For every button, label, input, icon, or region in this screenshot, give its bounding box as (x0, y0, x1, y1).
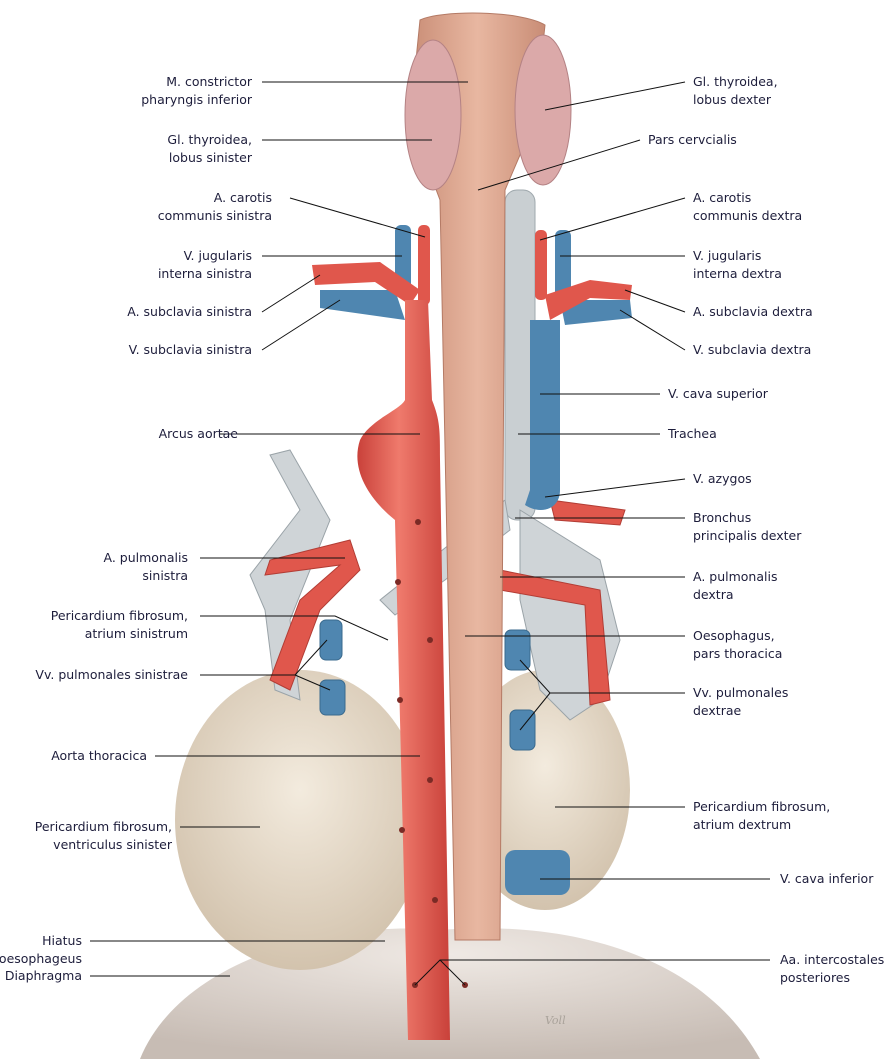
artist-signature: Voll (545, 1014, 566, 1027)
label-line: A. pulmonalis (103, 550, 188, 565)
label-bronchus-dexter: Bronchus principalis dexter (693, 509, 801, 544)
label-gl-thyroidea-sinister: Gl. thyroidea, lobus sinister (167, 131, 252, 166)
label-v-subclavia-sinistra: V. subclavia sinistra (129, 341, 252, 359)
label-pericardium-atrium-dextrum: Pericardium fibrosum, atrium dextrum (693, 798, 830, 833)
diaphragma-shape (140, 928, 760, 1059)
label-line: communis sinistra (157, 207, 272, 223)
leader-lines (90, 81, 770, 986)
label-vv-pulmonales-sinistrae: Vv. pulmonales sinistrae (35, 666, 188, 684)
label-line: ventriculus sinister (53, 836, 172, 852)
label-line: atrium sinistrum (84, 625, 188, 641)
label-pericardium-atrium-sinistrum: Pericardium fibrosum, atrium sinistrum (51, 607, 188, 642)
label-line: interna dextra (693, 265, 782, 281)
thyroid-right-shape (514, 34, 572, 186)
label-line: dextra (693, 586, 734, 602)
label-v-jugularis-dextra: V. jugularis interna dextra (693, 247, 782, 282)
label-line: Pars cervcialis (648, 132, 737, 147)
label-line: V. subclavia dextra (693, 342, 812, 357)
label-line: Arcus aortae (158, 426, 238, 441)
label-line: pars thoracica (693, 645, 783, 661)
label-gl-thyroidea-dexter: Gl. thyroidea, lobus dexter (693, 73, 778, 108)
label-line: A. carotis (693, 190, 752, 205)
label-v-subclavia-dextra: V. subclavia dextra (693, 341, 811, 359)
label-m-constrictor: M. constrictor pharyngis inferior (141, 73, 252, 108)
label-line: Pericardium fibrosum, (693, 799, 831, 814)
label-line: V. cava inferior (780, 871, 874, 886)
label-line: V. cava superior (668, 386, 768, 401)
label-line: communis dextra (693, 207, 803, 223)
label-arcus-aortae: Arcus aortae (159, 425, 238, 443)
ventriculus-sinister-shape (175, 670, 425, 970)
label-line: V. jugularis (693, 248, 762, 263)
label-v-azygos: V. azygos (693, 470, 752, 488)
label-line: lobus dexter (693, 91, 771, 107)
label-line: V. azygos (693, 471, 752, 486)
label-line: Pericardium fibrosum, (34, 819, 172, 834)
label-line: A. subclavia dextra (693, 304, 813, 319)
label-line: posteriores (780, 969, 851, 985)
label-aa-intercostales: Aa. intercostales posteriores (780, 951, 884, 986)
label-hiatus-oesophageus: Hiatus oesophageus (0, 932, 82, 967)
label-line: atrium dextrum (693, 816, 792, 832)
label-line: V. jugularis (183, 248, 252, 263)
label-a-subclavia-sinistra: A. subclavia sinistra (127, 303, 252, 321)
v-cava-superior-shape (525, 320, 560, 510)
label-line: sinistra (142, 567, 188, 583)
label-a-carotis-sinistra: A. carotis communis sinistra (158, 189, 272, 224)
label-line: Oesophagus, (693, 628, 775, 643)
label-vv-pulmonales-dextrae: Vv. pulmonales dextrae (693, 684, 788, 719)
label-line: V. subclavia sinistra (128, 342, 252, 357)
label-trachea: Trachea (668, 425, 717, 443)
label-line: M. constrictor (166, 74, 252, 89)
label-line: dextrae (693, 702, 742, 718)
label-line: oesophageus (0, 950, 82, 966)
label-line: Gl. thyroidea, (167, 132, 252, 147)
label-line: Aa. intercostales (780, 952, 884, 967)
label-v-jugularis-sinistra: V. jugularis interna sinistra (158, 247, 252, 282)
label-line: lobus sinister (168, 149, 252, 165)
label-line: Gl. thyroidea, (693, 74, 778, 89)
label-line: pharyngis inferior (141, 91, 252, 107)
thyroid-left-shape (404, 39, 462, 191)
oesophagus-shape (409, 12, 546, 941)
aorta-shape (357, 300, 450, 1040)
label-line: Aorta thoracica (51, 748, 147, 763)
label-line: A. carotis (213, 190, 272, 205)
label-line: Vv. pulmonales (693, 685, 789, 700)
label-a-pulmonalis-sinistra: A. pulmonalis sinistra (104, 549, 188, 584)
label-line: A. pulmonalis (693, 569, 778, 584)
label-line: Bronchus (693, 510, 752, 525)
label-line: Trachea (668, 426, 717, 441)
label-diaphragma: Diaphragma (5, 967, 82, 985)
label-line: Pericardium fibrosum, (50, 608, 188, 623)
label-aorta-thoracica: Aorta thoracica (51, 747, 147, 765)
label-pars-cervicalis: Pars cervcialis (648, 131, 737, 149)
label-line: Diaphragma (4, 968, 82, 983)
label-v-cava-inferior: V. cava inferior (780, 870, 873, 888)
label-oesophagus-thoracica: Oesophagus, pars thoracica (693, 627, 782, 662)
label-a-carotis-dextra: A. carotis communis dextra (693, 189, 802, 224)
label-a-pulmonalis-dextra: A. pulmonalis dextra (693, 568, 777, 603)
v-cava-inferior-shape (505, 850, 570, 895)
label-line: interna sinistra (157, 265, 252, 281)
label-v-cava-superior: V. cava superior (668, 385, 768, 403)
label-line: A. subclavia sinistra (127, 304, 252, 319)
label-line: Hiatus (42, 933, 82, 948)
label-line: Vv. pulmonales sinistrae (35, 667, 188, 682)
label-a-subclavia-dextra: A. subclavia dextra (693, 303, 813, 321)
label-pericardium-ventriculus-sinister: Pericardium fibrosum, ventriculus siniste… (35, 818, 172, 853)
label-line: principalis dexter (693, 527, 802, 543)
atrium-dextrum-shape (460, 670, 630, 910)
